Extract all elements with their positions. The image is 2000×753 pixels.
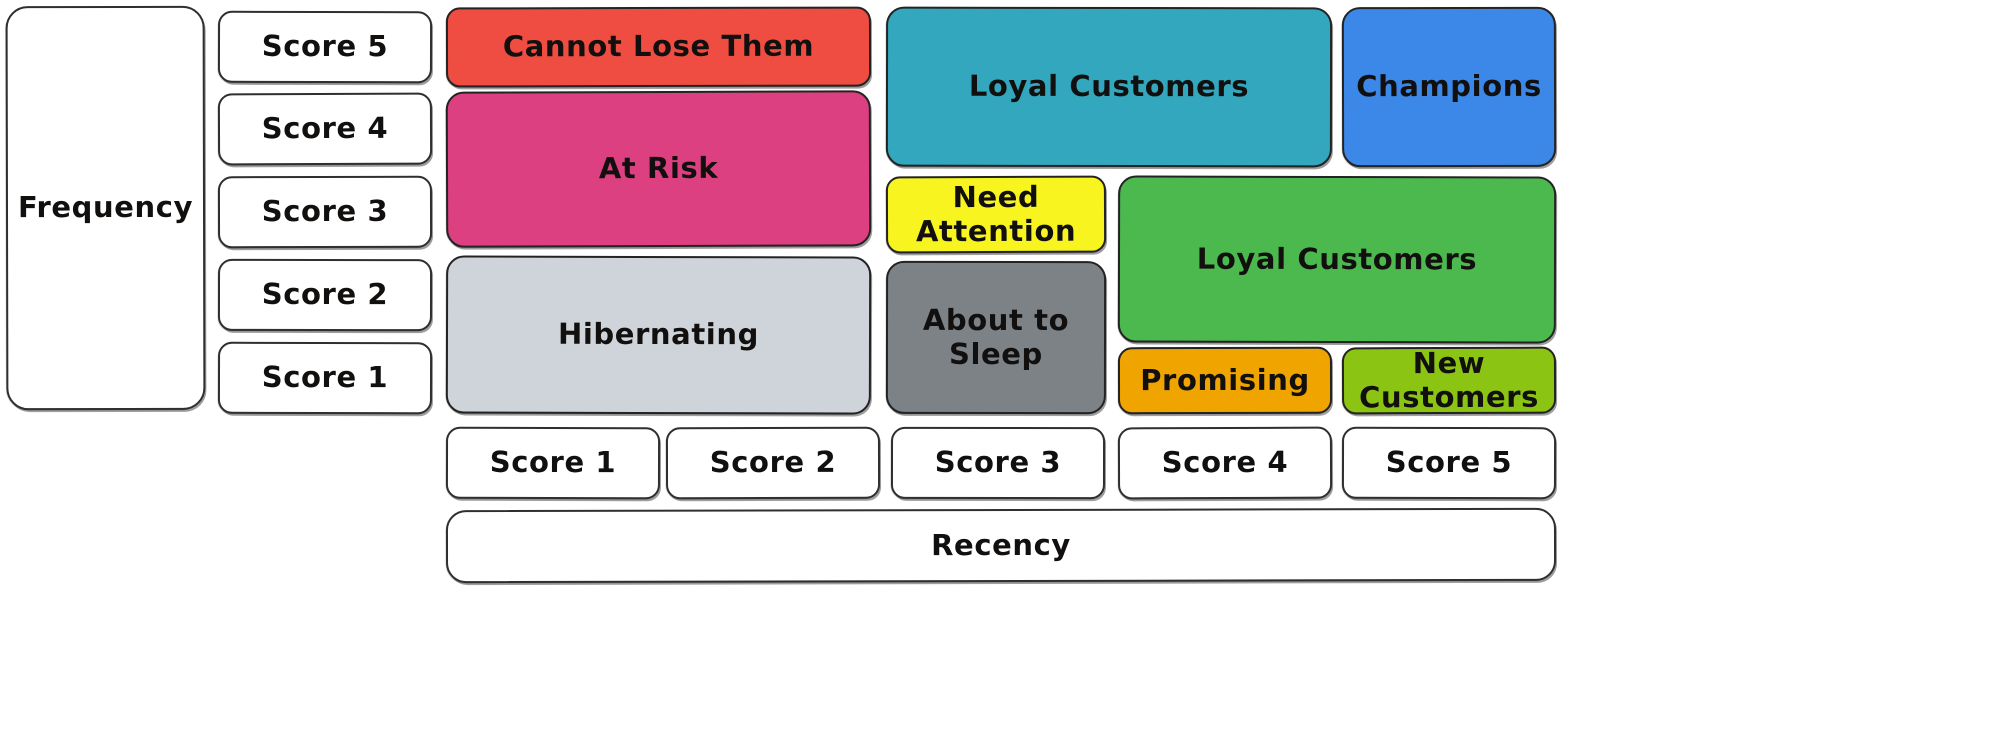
segment-new-customers-label: New Customers	[1359, 346, 1540, 414]
segment-about-to-sleep[interactable]: About to Sleep	[885, 260, 1107, 415]
segment-loyal-customers-top-label: Loyal Customers	[968, 69, 1250, 104]
recency-score-5[interactable]: Score 5	[1341, 426, 1557, 500]
segment-about-to-sleep-label: About to Sleep	[922, 303, 1070, 371]
recency-axis-text: Recency	[931, 527, 1071, 562]
segment-loyal-customers-right[interactable]: Loyal Customers	[1117, 175, 1557, 344]
recency-score-3-label: Score 3	[934, 445, 1062, 480]
recency-axis-label: Recency	[445, 507, 1557, 584]
segment-at-risk-label: At Risk	[598, 151, 719, 186]
segment-promising[interactable]: Promising	[1117, 346, 1333, 415]
frequency-axis-label: Frequency	[5, 5, 206, 411]
recency-score-3[interactable]: Score 3	[890, 426, 1106, 500]
frequency-score-2-label: Score 2	[261, 277, 389, 312]
recency-score-2[interactable]: Score 2	[665, 426, 881, 500]
frequency-score-2[interactable]: Score 2	[217, 258, 433, 332]
frequency-score-4-label: Score 4	[261, 111, 389, 146]
frequency-score-3-label: Score 3	[261, 194, 389, 229]
recency-score-4-label: Score 4	[1161, 445, 1289, 480]
recency-score-1-label: Score 1	[489, 445, 617, 480]
frequency-score-4[interactable]: Score 4	[217, 92, 433, 166]
frequency-score-3[interactable]: Score 3	[217, 175, 433, 249]
segment-champions[interactable]: Champions	[1341, 6, 1557, 168]
segment-cannot-lose-them-label: Cannot Lose Them	[502, 29, 815, 64]
segment-need-attention-label: Need Attention	[915, 180, 1077, 248]
frequency-score-5[interactable]: Score 5	[217, 10, 433, 84]
recency-score-4[interactable]: Score 4	[1117, 426, 1333, 500]
recency-score-5-label: Score 5	[1385, 445, 1513, 480]
segment-hibernating[interactable]: Hibernating	[445, 255, 872, 415]
recency-score-2-label: Score 2	[709, 445, 837, 480]
segment-hibernating-label: Hibernating	[557, 317, 760, 352]
segment-promising-label: Promising	[1140, 362, 1310, 398]
frequency-score-1[interactable]: Score 1	[217, 341, 433, 415]
segment-loyal-customers-top[interactable]: Loyal Customers	[885, 6, 1333, 168]
recency-score-1[interactable]: Score 1	[445, 426, 661, 500]
frequency-axis-text: Frequency	[17, 190, 194, 225]
frequency-score-1-label: Score 1	[261, 360, 389, 395]
segment-new-customers[interactable]: New Customers	[1341, 346, 1557, 415]
segment-loyal-customers-right-label: Loyal Customers	[1196, 241, 1478, 277]
segment-champions-label: Champions	[1356, 69, 1542, 104]
segment-at-risk[interactable]: At Risk	[445, 90, 872, 248]
segment-cannot-lose-them[interactable]: Cannot Lose Them	[445, 6, 872, 88]
frequency-score-5-label: Score 5	[261, 29, 389, 64]
segment-need-attention[interactable]: Need Attention	[885, 175, 1107, 254]
